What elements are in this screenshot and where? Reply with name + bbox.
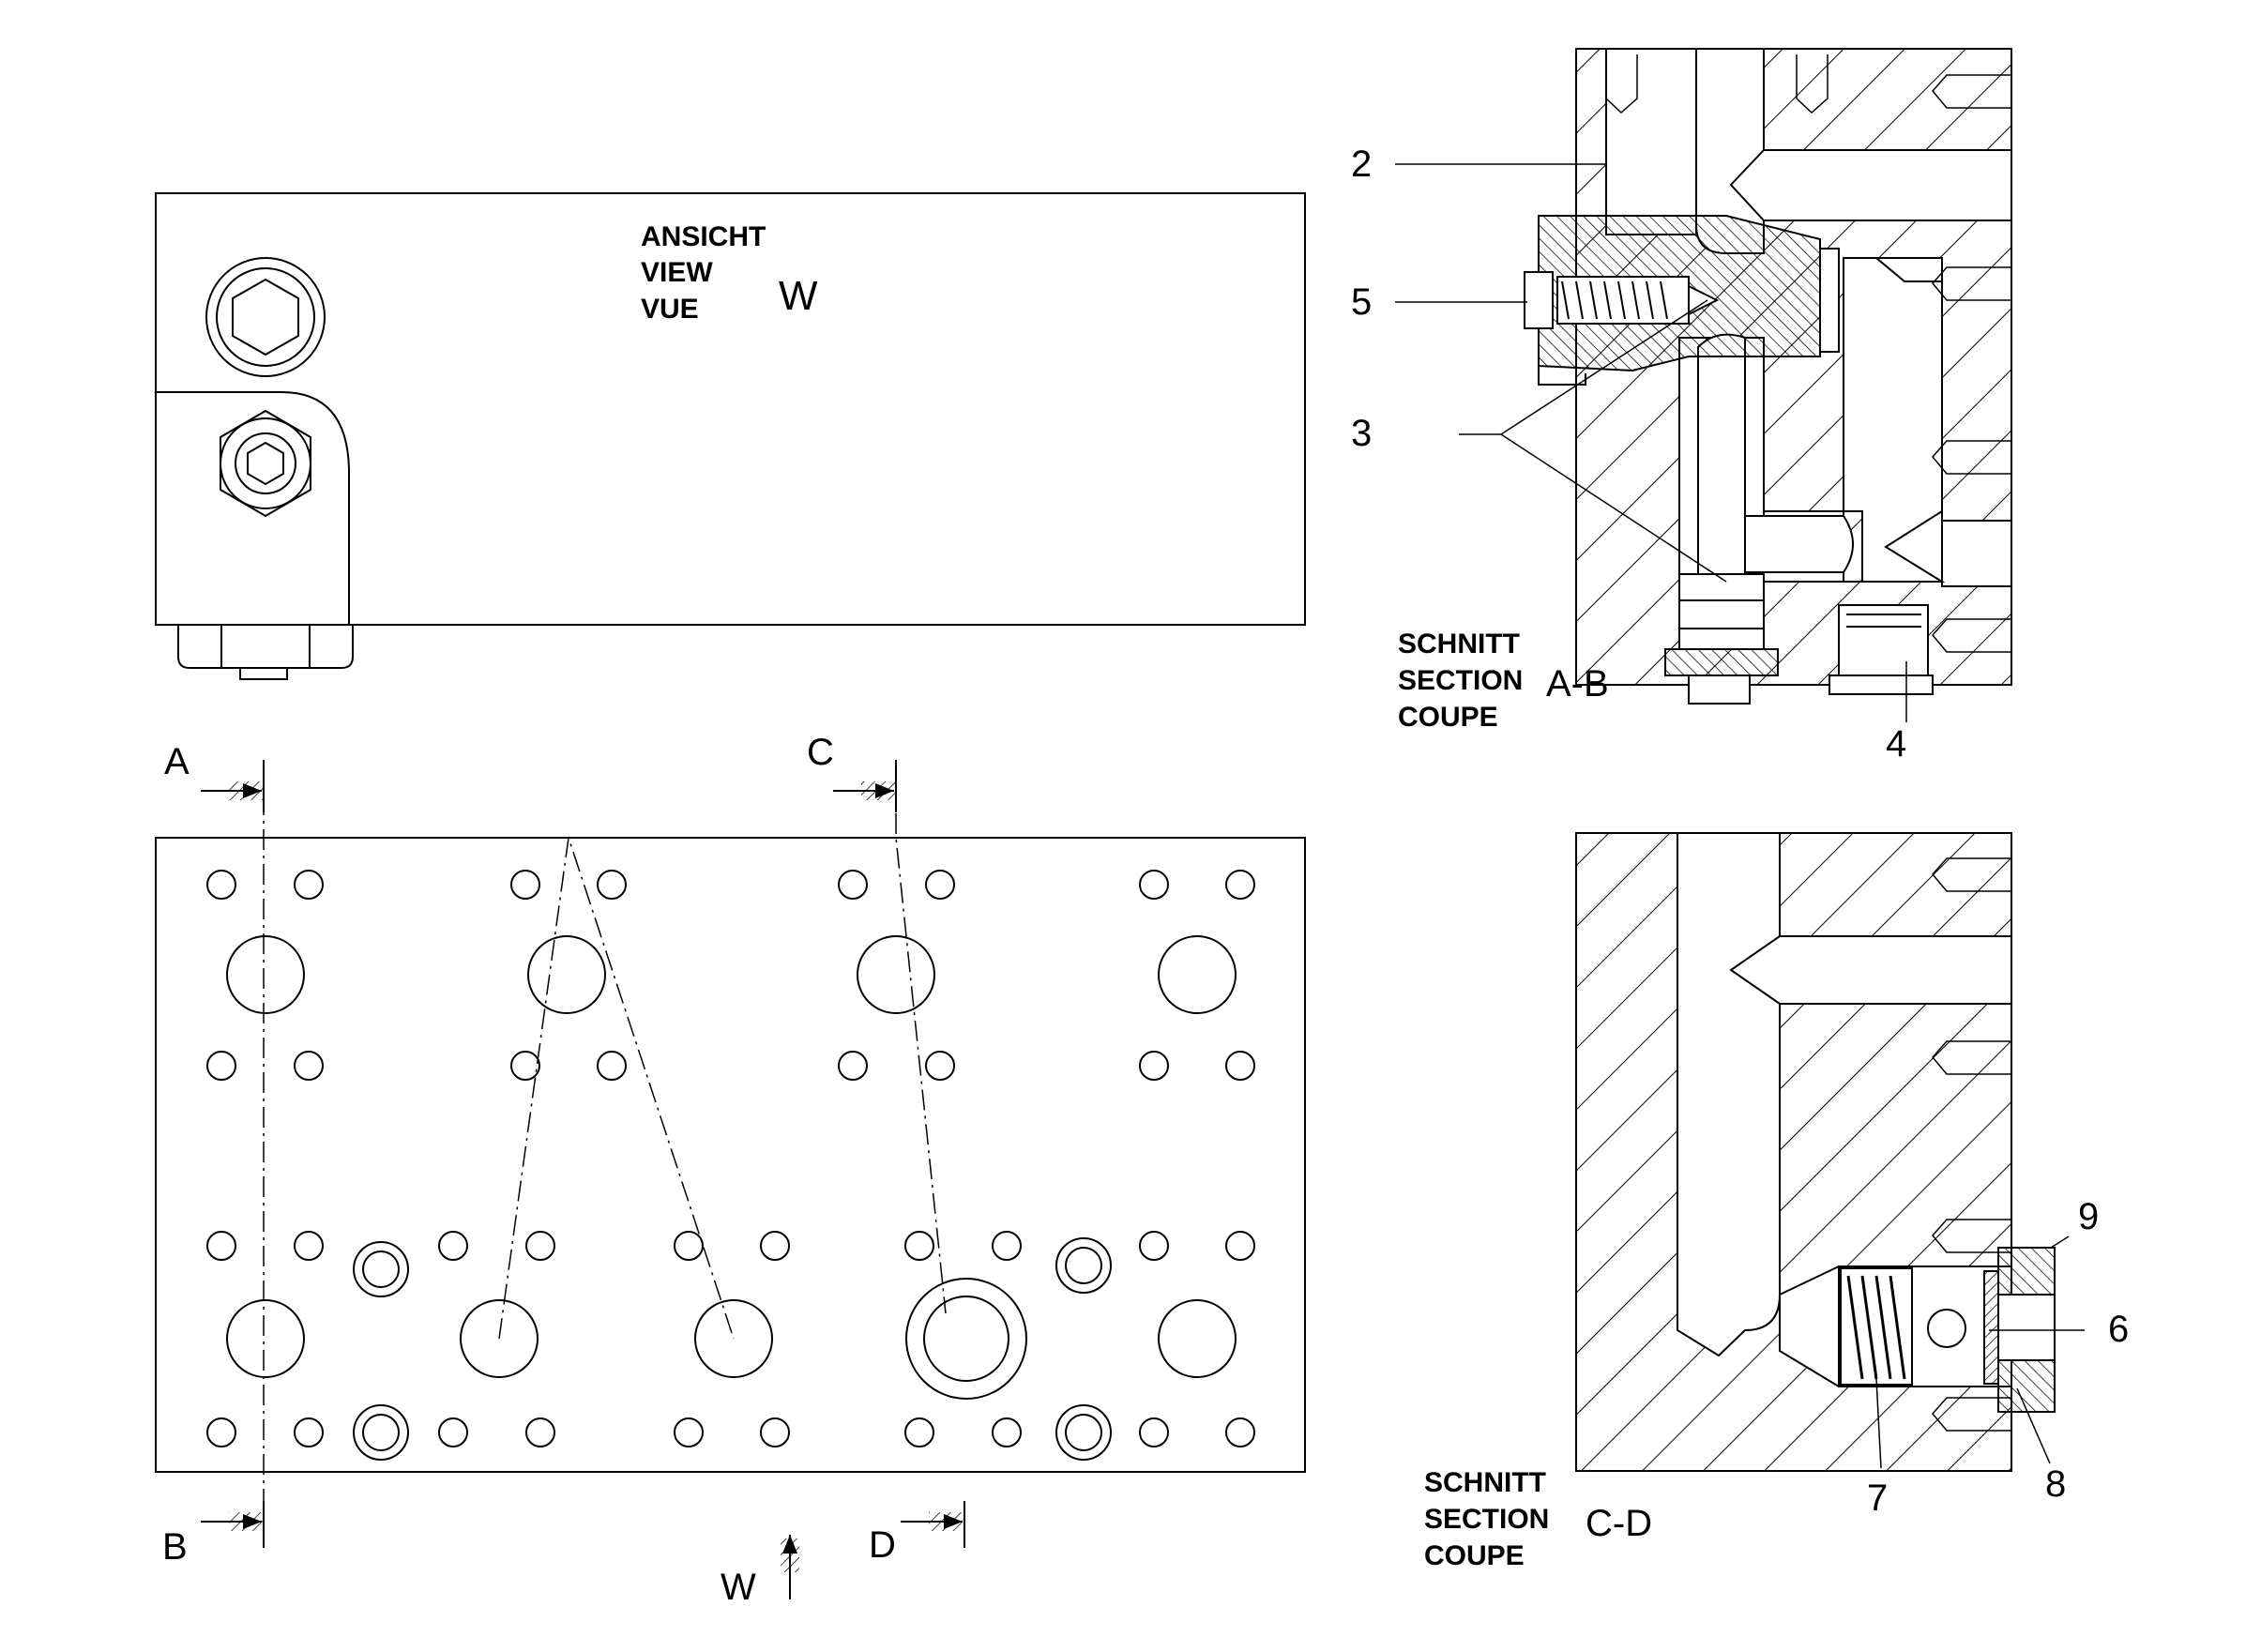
section-marker-labels: A B C D W <box>162 732 896 1608</box>
plug-circles <box>353 1237 1112 1461</box>
ports-row-2 <box>226 1278 1237 1400</box>
callout-6: 6 <box>2108 1309 2129 1350</box>
bolt-holes-row-4 <box>206 1417 1255 1447</box>
callout-3: 3 <box>1351 413 1372 454</box>
fitting-nut-outline <box>177 625 354 669</box>
cut-line-c-d <box>895 779 947 1314</box>
section-ab-labels: 2 5 3 4 SCHNITT SECTION COUPE A-B <box>1351 144 1906 765</box>
plan-view-drawing <box>155 837 1306 1473</box>
blind-holes-ab <box>1605 54 2011 653</box>
section-cd-labels: 9 6 7 8 SCHNITT SECTION COUPE C-D <box>1424 1196 2129 1571</box>
view-w-line-1: ANSICHT <box>641 221 766 252</box>
section-ab-name: A-B <box>1546 663 1609 705</box>
callout-4: 4 <box>1886 723 1906 765</box>
section-cd-line-2: SECTION <box>1424 1504 1549 1535</box>
section-ab-line-3: COUPE <box>1398 702 1498 733</box>
section-cd-line-3: COUPE <box>1424 1540 1525 1571</box>
section-cd-line-1: SCHNITT <box>1424 1467 1546 1498</box>
section-ab-line-1: SCHNITT <box>1398 629 1520 659</box>
marker-d: D <box>869 1524 896 1566</box>
view-w-label: ANSICHT VIEW VUE W <box>641 221 818 325</box>
callout-9: 9 <box>2078 1196 2099 1237</box>
cut-line-a-b-offset <box>498 837 735 1340</box>
view-w-drawing <box>155 192 1306 680</box>
section-cut-lines <box>263 760 947 1548</box>
section-ab-line-2: SECTION <box>1398 665 1523 696</box>
socket-plug-outer <box>205 257 326 377</box>
marker-b: B <box>162 1526 188 1568</box>
view-w-line-2: VIEW <box>641 257 713 288</box>
hex-socket-icon <box>232 278 299 356</box>
bolt-holes-row-2 <box>206 1051 1255 1081</box>
section-ab-drawing <box>1395 48 2012 722</box>
plan-block-outline <box>155 837 1306 1473</box>
marker-c: C <box>807 732 834 773</box>
marker-w: W <box>721 1567 756 1608</box>
section-cd-drawing <box>1575 832 2085 1472</box>
callout-2: 2 <box>1351 144 1372 185</box>
ports-row-1 <box>226 935 1237 1014</box>
bolt-holes-row-3 <box>206 1231 1255 1261</box>
blind-holes-cd <box>1932 857 2011 1432</box>
section-cd-name: C-D <box>1586 1503 1652 1544</box>
view-w-block-outline <box>155 192 1306 626</box>
marker-a: A <box>164 741 190 782</box>
bolt-holes-row-1 <box>206 870 1255 900</box>
callout-5: 5 <box>1351 281 1372 323</box>
hex-nut-icon <box>220 409 311 518</box>
boss-outline <box>156 391 350 625</box>
section-arrows <box>201 760 965 1599</box>
view-w-letter: W <box>779 273 818 319</box>
callout-8: 8 <box>2045 1463 2066 1505</box>
view-w-line-3: VUE <box>641 294 699 325</box>
callout-7: 7 <box>1867 1478 1888 1519</box>
